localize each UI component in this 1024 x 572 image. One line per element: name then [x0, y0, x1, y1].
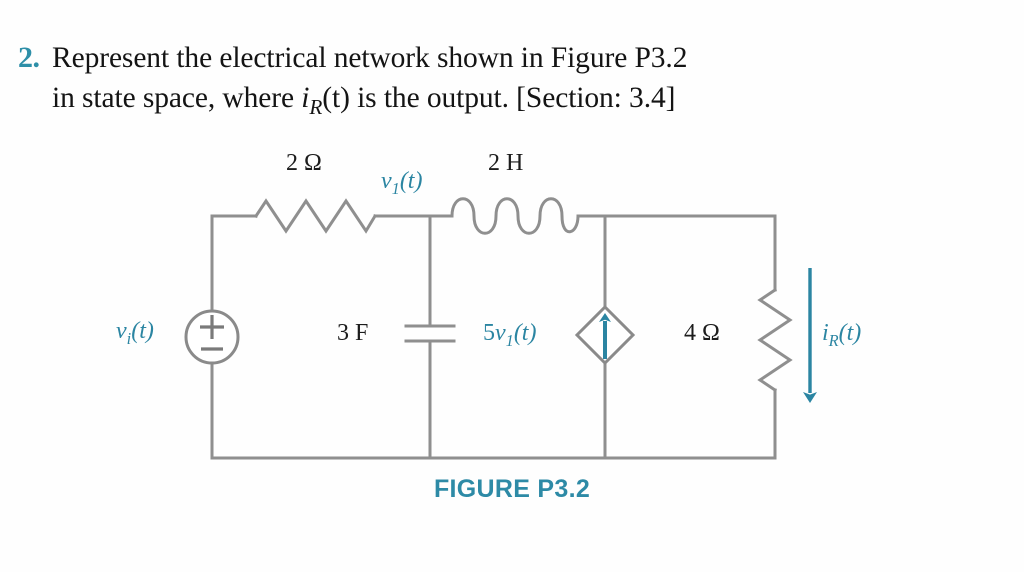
label-ir-arg: (t) [838, 320, 862, 346]
problem-line-1: Represent the electrical network shown i… [52, 38, 687, 78]
dependent-current-source-symbol [574, 304, 636, 366]
problem-body: Represent the electrical network shown i… [52, 38, 687, 127]
circuit-diagram-svg [184, 197, 817, 460]
problem-statement: 2. Represent the electrical network show… [18, 38, 1008, 127]
inductor-2h-symbol [450, 197, 580, 235]
label-v1-subscript: 1 [391, 178, 400, 198]
label-resistor-4ohm: 4 Ω [684, 320, 720, 346]
label-dep-main: v [495, 320, 506, 346]
problem-var-subscript-R: R [309, 94, 323, 119]
label-resistor-2ohm: 2 Ω [286, 150, 322, 176]
label-node-voltage-v1: v1(t) [381, 168, 422, 199]
label-dep-gain: 5 [483, 320, 495, 346]
label-vi-main: v [116, 318, 127, 344]
voltage-source-symbol [184, 309, 240, 365]
problem-line-1-text: Represent the electrical network shown i… [52, 42, 688, 74]
problem-line-2-text-a: in state space, where [52, 82, 302, 114]
label-dep-subscript: 1 [505, 330, 514, 350]
resistor-4ohm-symbol [757, 287, 793, 393]
label-vi-subscript: i [126, 328, 132, 348]
label-dep-arg: (t) [513, 320, 537, 346]
label-capacitor-3f: 3 F [337, 320, 369, 346]
label-ir-main: i [822, 320, 829, 346]
label-v1-main: v [381, 168, 392, 194]
figure-caption: FIGURE P3.2 [433, 475, 591, 503]
label-v1-arg: (t) [399, 168, 423, 194]
label-inductor-2h: 2 H [488, 150, 524, 176]
voltage-source-plus-icon [200, 315, 224, 339]
resistor-2ohm-symbol [253, 198, 378, 234]
label-output-current-ir: iR(t) [822, 320, 861, 351]
problem-line-2: in state space, where iR(t) is the outpu… [52, 78, 687, 127]
label-dependent-source: 5v1(t) [483, 320, 536, 351]
label-ir-subscript: R [828, 330, 839, 350]
circuit-figure: 2 Ω 2 H v1(t) vi(t) 3 F 5v1(t) 4 Ω iR(t)… [0, 135, 1024, 535]
problem-var-i: i [301, 82, 310, 114]
problem-line-2-text-b: (t) is the output. [Section: 3.4] [322, 82, 676, 114]
label-source-voltage-vi: vi(t) [116, 318, 154, 349]
problem-number: 2. [18, 41, 40, 74]
label-vi-arg: (t) [131, 318, 154, 344]
